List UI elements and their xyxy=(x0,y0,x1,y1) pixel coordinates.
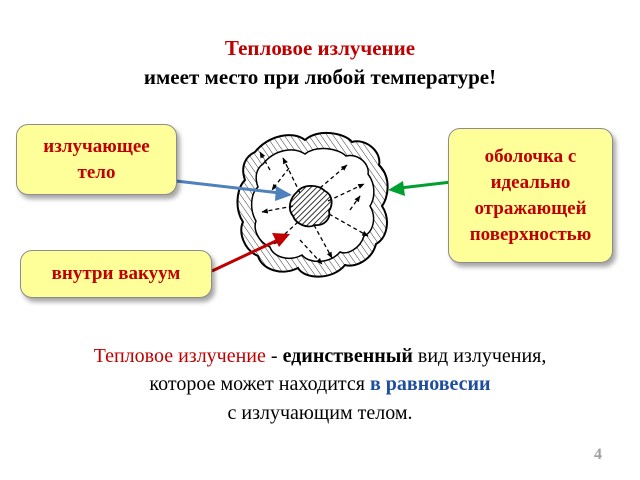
caption-line-1: Тепловое излучение - единственный вид из… xyxy=(0,343,640,369)
shell-label-line3: отражающей xyxy=(474,197,587,219)
shell-label-line1: оболочка с xyxy=(484,145,577,167)
vacuum-label-text: внутри вакуум xyxy=(51,263,181,284)
page-number: 4 xyxy=(594,446,602,463)
slide-subtitle: имеет место при любой температуре! xyxy=(143,65,497,89)
dashed-arrows xyxy=(259,151,369,265)
emitting-body-label: излучающее тело xyxy=(16,124,177,195)
shell-label-line4: поверхностью xyxy=(469,223,592,245)
caption-rest-1: вид излучения, xyxy=(412,345,547,367)
caption-dash: - xyxy=(265,345,283,367)
caption-emphasis: единственный xyxy=(282,345,413,367)
slide-title: Тепловое излучение xyxy=(224,36,416,60)
caption-line-2: которое может находится в равновесии xyxy=(0,371,640,397)
vacuum-label: внутри вакуум xyxy=(20,250,212,298)
emitting-body-label-line1: излучающее xyxy=(43,135,150,157)
shell-label: оболочка с идеально отражающей поверхнос… xyxy=(448,128,613,263)
caption-rest-2: которое может находится xyxy=(149,373,370,395)
caption-equilibrium: в равновесии xyxy=(369,373,491,395)
caption-line-3: с излучающим телом. xyxy=(227,402,413,424)
caption-term: Тепловое излучение xyxy=(93,345,266,367)
emitting-body-label-line2: тело xyxy=(77,161,116,183)
hatched-body xyxy=(288,184,333,228)
shell-label-line2: идеально xyxy=(490,171,571,193)
